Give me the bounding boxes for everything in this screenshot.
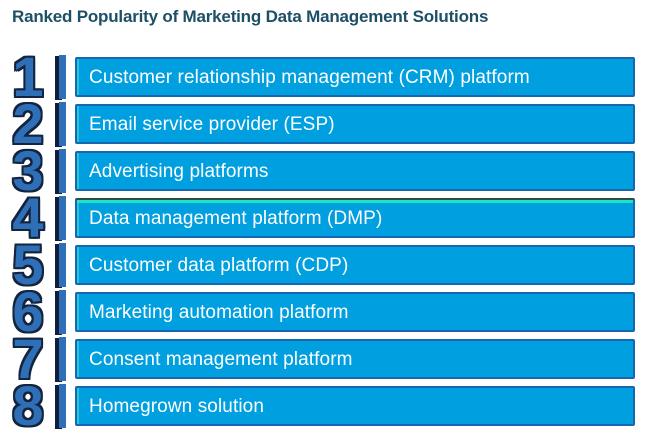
- solution-label: Homegrown solution: [89, 395, 264, 417]
- solution-label: Customer relationship management (CRM) p…: [89, 66, 530, 88]
- rank-tick-marker: [59, 337, 66, 381]
- solution-bar: Homegrown solution: [75, 386, 635, 426]
- rank-row-5: 5 Customer data platform (CDP): [0, 233, 650, 296]
- rank-tick-marker: [59, 196, 66, 240]
- rank-tick-marker: [59, 243, 66, 287]
- rank-tick-marker: [59, 384, 66, 428]
- solution-label: Consent management platform: [89, 348, 353, 370]
- solution-label: Customer data platform (CDP): [89, 254, 349, 276]
- solution-label: Data management platform (DMP): [89, 207, 383, 229]
- rank-number: 8: [12, 374, 44, 437]
- rank-tick-marker: [59, 290, 66, 334]
- ranked-list: 1 Customer relationship management (CRM)…: [0, 45, 650, 437]
- solution-label: Marketing automation platform: [89, 301, 349, 323]
- solution-bar: Consent management platform: [75, 339, 635, 379]
- rank-number: 4: [12, 186, 44, 249]
- rank-row-6: 6 Marketing automation platform: [0, 280, 650, 343]
- solution-bar: Customer data platform (CDP): [75, 245, 635, 285]
- rank-number: 5: [12, 233, 44, 296]
- rank-tick-marker: [59, 149, 66, 193]
- solution-bar: Marketing automation platform: [75, 292, 635, 332]
- rank-number: 2: [12, 92, 44, 155]
- solution-bar: Customer relationship management (CRM) p…: [75, 57, 635, 97]
- solution-label: Advertising platforms: [89, 160, 269, 182]
- rank-row-4: 4 Data management platform (DMP): [0, 186, 650, 249]
- rank-number: 6: [12, 280, 44, 343]
- rank-row-2: 2 Email service provider (ESP): [0, 92, 650, 155]
- rank-row-3: 3 Advertising platforms: [0, 139, 650, 202]
- solution-label: Email service provider (ESP): [89, 113, 335, 135]
- rank-row-7: 7 Consent management platform: [0, 327, 650, 390]
- rank-row-8: 8 Homegrown solution: [0, 374, 650, 437]
- solution-bar-highlighted: Data management platform (DMP): [75, 198, 635, 238]
- solution-bar: Advertising platforms: [75, 151, 635, 191]
- rank-number: 1: [12, 45, 44, 108]
- rank-number: 3: [12, 139, 44, 202]
- rank-row-1: 1 Customer relationship management (CRM)…: [0, 45, 650, 108]
- solution-bar: Email service provider (ESP): [75, 104, 635, 144]
- rank-tick-marker: [59, 55, 66, 99]
- chart-title: Ranked Popularity of Marketing Data Mana…: [12, 7, 489, 26]
- rank-tick-marker: [59, 102, 66, 146]
- rank-number: 7: [12, 327, 44, 390]
